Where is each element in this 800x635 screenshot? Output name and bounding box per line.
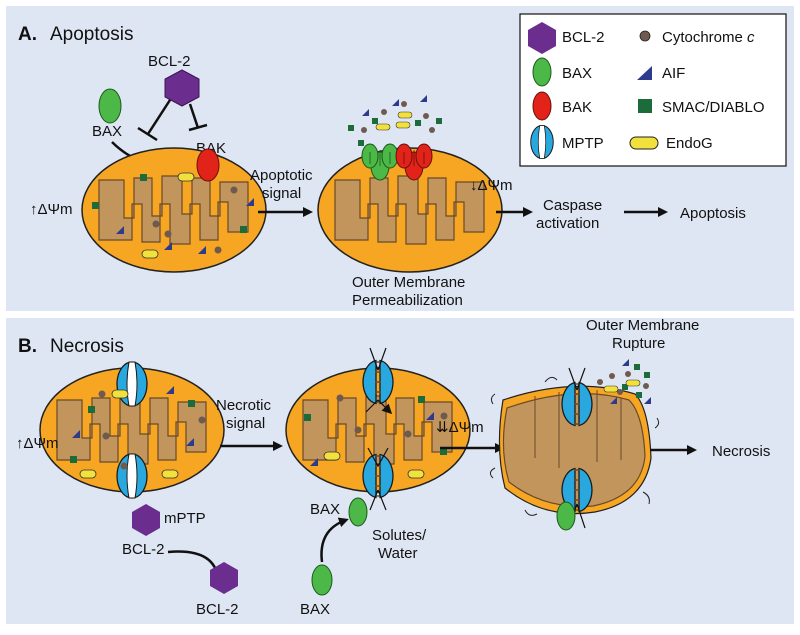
omp-label-line2: Permeabilization — [352, 292, 463, 309]
legend-smac-swatch — [638, 99, 652, 113]
mptp-label: mPTP — [164, 510, 206, 527]
legend-cyto-swatch — [639, 30, 651, 42]
panel-b-psi-low: ⇊ΔΨm — [436, 419, 484, 436]
omp-label-line1: Outer Membrane — [352, 274, 465, 291]
rupture-line2: Rupture — [612, 335, 665, 352]
bcl2-inhibit-bax-line — [146, 99, 172, 135]
bcl2-hexagon — [164, 69, 200, 107]
solutes-line1: Solutes/ — [372, 527, 427, 544]
apoptosis-result: Apoptosis — [680, 205, 746, 222]
bcl2-bound-hexagon — [132, 504, 160, 536]
legend-aif: AIF — [662, 65, 685, 82]
legend-bak-swatch — [532, 91, 552, 121]
legend-bcl2-swatch — [528, 22, 556, 54]
bcl2-label: BCL-2 — [148, 53, 191, 70]
mitochondrion-necrosis-healthy — [40, 361, 224, 499]
legend-aif-swatch — [637, 66, 652, 80]
legend-bax-swatch — [532, 57, 552, 87]
panel-a-letter: A. — [18, 24, 37, 45]
panel-a-psi-low: ↓ΔΨm — [470, 177, 513, 194]
apoptotic-signal-line1: Apoptotic — [250, 167, 313, 184]
mitochondrion-permeabilized — [318, 143, 502, 272]
bcl2-inhibit-bak-bar — [188, 123, 208, 132]
legend-mptp: MPTP — [562, 135, 604, 152]
released-factors-b — [597, 359, 651, 404]
legend-endog: EndoG — [666, 135, 713, 152]
bax-near-pore-label: BAX — [310, 501, 340, 518]
bax-translocation-arrow-b — [320, 517, 349, 563]
caspase-line2: activation — [536, 215, 599, 232]
necrotic-signal-line2: signal — [226, 415, 265, 432]
rupture-line1: Outer Membrane — [586, 317, 699, 334]
bax-near-pore — [348, 497, 368, 527]
bax-free — [311, 564, 333, 596]
released-factors-a — [348, 95, 442, 146]
necrotic-signal-line1: Necrotic — [216, 397, 272, 414]
legend-bak: BAK — [562, 99, 592, 116]
mitochondrion-ruptured — [489, 367, 660, 531]
apoptotic-signal-line2: signal — [262, 185, 301, 202]
bcl2-bound-label: BCL-2 — [122, 541, 165, 558]
bax-label: BAX — [92, 123, 122, 140]
caspase-line1: Caspase — [543, 197, 602, 214]
legend-smac: SMAC/DIABLO — [662, 99, 765, 116]
bcl2-inhibit-bax-bar — [137, 126, 158, 142]
legend-mptp-swatch — [530, 125, 554, 159]
legend: BCL-2 BAX BAK MPTP Cytochrome c AIF SMAC… — [519, 13, 787, 167]
necrosis-result: Necrosis — [712, 443, 770, 460]
panel-b-psi-high: ↑ΔΨm — [16, 435, 59, 452]
bcl2-free-label: BCL-2 — [196, 601, 239, 618]
bax-protein — [98, 88, 122, 124]
bcl2-inhibit-bak-line — [188, 103, 200, 129]
legend-bcl2: BCL-2 — [562, 29, 605, 46]
bax-free-label: BAX — [300, 601, 330, 618]
legend-cyto: Cytochrome c — [662, 29, 755, 46]
bcl2-free-hexagon — [210, 562, 238, 594]
legend-endog-swatch — [629, 136, 659, 150]
solutes-line2: Water — [378, 545, 417, 562]
bak-protein — [196, 148, 220, 182]
panel-b-title: Necrosis — [50, 336, 124, 357]
panel-b-letter: B. — [18, 336, 37, 357]
mitochondrion-pores-open — [286, 347, 470, 511]
panel-a-title: Apoptosis — [50, 24, 133, 45]
legend-bax: BAX — [562, 65, 592, 82]
panel-a-psi-high: ↑ΔΨm — [30, 201, 73, 218]
mitochondrion-healthy — [82, 148, 266, 272]
